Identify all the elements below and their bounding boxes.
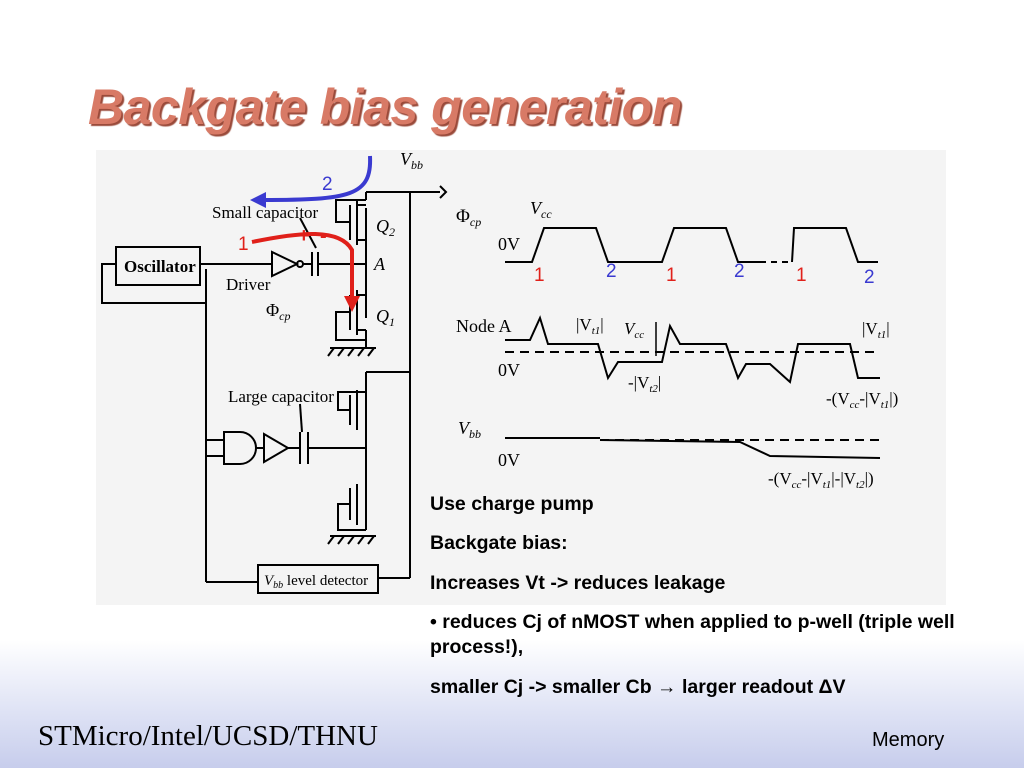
note-line: Backgate bias:: [430, 532, 568, 555]
phi-cp-label: Φcp: [266, 300, 291, 323]
large-driver-triangle: [263, 432, 290, 464]
phase-label: 2: [864, 267, 875, 288]
charge-path-1: 1 + -: [238, 225, 360, 312]
phi-cp-wave-label: Φcp: [456, 206, 481, 229]
phase-label: 1: [796, 265, 807, 286]
node-a-wave-label: Node A: [456, 316, 512, 336]
waveform-node-a: Node A 0V |Vt1| Vcc -|Vt2| |Vt1| -(Vcc-|…: [456, 315, 898, 411]
q2-label: Q2: [376, 216, 395, 239]
charge-path-2: 2: [250, 155, 373, 208]
small-capacitor-label: Small capacitor: [212, 203, 319, 222]
driver-label: Driver: [226, 275, 271, 294]
path-1-label: 1: [238, 234, 249, 255]
zero-v-label-1: 0V: [498, 234, 520, 254]
vbb-label: Vbb: [400, 149, 423, 172]
plus-sign: +: [298, 225, 310, 247]
phase-label: 2: [606, 261, 617, 282]
node-a-label: A: [373, 254, 386, 274]
note-line: Use charge pump: [430, 493, 594, 515]
phase-labels: 1 2 1 2 1 2: [534, 261, 875, 288]
driver-triangle: [271, 250, 300, 278]
vcc-label: Vcc: [530, 198, 552, 221]
note-line: • reduces Cj of nMOST when applied to p-…: [430, 611, 955, 659]
oscillator-box: [115, 246, 201, 286]
vbb-wave-label: Vbb: [458, 418, 481, 441]
zero-v-label-2: 0V: [498, 360, 520, 380]
figure-background: [96, 150, 946, 605]
phase-label: 1: [666, 265, 677, 286]
vt1-right-label: |Vt1|: [862, 319, 890, 341]
level-detector-label: Vbb level detector: [264, 573, 368, 591]
neg-vcc-vt1-label: -(Vcc-|Vt1|): [826, 389, 898, 411]
minus-sign: -: [320, 225, 327, 247]
charge-pump-circuit: [101, 185, 448, 594]
and-gate: [223, 431, 257, 465]
waveform-vbb: Vbb 0V -(Vcc-|Vt1|-|Vt2|): [458, 418, 881, 491]
footer-credits: STMicro/Intel/UCSD/THNU: [38, 720, 378, 752]
q1-label: Q1: [376, 306, 395, 329]
oscillator-label: Oscillator: [124, 257, 196, 276]
final-vbb-label: -(Vcc-|Vt1|-|Vt2|): [768, 469, 874, 491]
vt1-label: |Vt1|: [576, 315, 604, 337]
notes-text: Use charge pump Backgate bias: Increases…: [430, 492, 1000, 700]
waveform-phi-cp: Φcp Vcc 0V: [456, 198, 878, 263]
large-capacitor-label: Large capacitor: [228, 387, 334, 406]
slide-title: Backgate bias generation: [88, 79, 682, 135]
phase-label: 2: [734, 261, 745, 282]
level-detector-box: [257, 564, 379, 594]
phase-label: 1: [534, 265, 545, 286]
note-line: Increases Vt -> reduces leakage: [430, 571, 726, 594]
vcc-node-label: Vcc: [624, 319, 644, 341]
neg-vt2-label: -|Vt2|: [628, 373, 661, 395]
path-2-label: 2: [322, 174, 333, 195]
note-line: smaller Cj -> smaller Cb → larger readou…: [430, 675, 846, 698]
footer-gradient: [0, 640, 1024, 768]
footer-section-label: Memory: [872, 729, 945, 751]
zero-v-label-3: 0V: [498, 450, 520, 470]
